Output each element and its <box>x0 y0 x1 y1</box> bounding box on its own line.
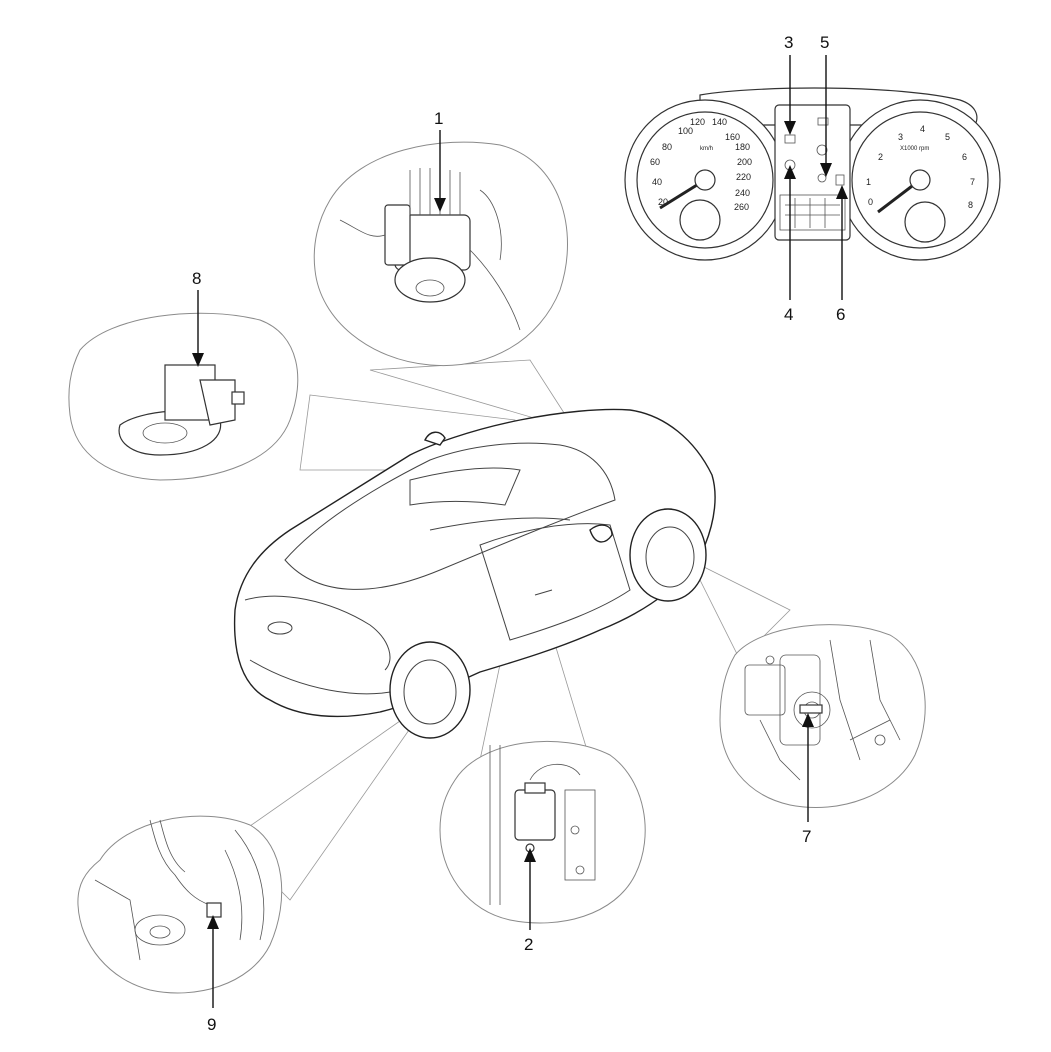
rpm-tick-label: 2 <box>878 152 883 162</box>
callout-2: 2 <box>524 935 533 954</box>
speed-tick-label: 80 <box>662 142 672 152</box>
rpm-tick-label: 7 <box>970 177 975 187</box>
detail-steering-angle-sensor <box>68 312 299 481</box>
speed-unit-label: km/h <box>700 146 713 152</box>
rpm-tick-label: 5 <box>945 132 950 142</box>
speed-tick-label: 200 <box>737 157 752 167</box>
detail-hydraulic-unit <box>313 141 568 367</box>
speed-tick-label: 160 <box>725 132 740 142</box>
rpm-tick-label: 4 <box>920 124 925 134</box>
speed-tick-label: 120 <box>690 117 705 127</box>
callout-9: 9 <box>207 1015 216 1034</box>
rpm-tick-label: 1 <box>866 177 871 187</box>
callout-7: 7 <box>802 827 811 846</box>
instrument-cluster: 20 40 60 80 100 120 140 160 180 200 220 … <box>624 87 1001 261</box>
callout-8: 8 <box>192 269 201 288</box>
speed-tick-label: 140 <box>712 117 727 127</box>
speed-tick-label: 100 <box>678 126 693 136</box>
rpm-tick-label: 3 <box>898 132 903 142</box>
callout-3: 3 <box>784 33 793 52</box>
rpm-tick-label: 0 <box>868 197 873 207</box>
speed-tick-label: 40 <box>652 177 662 187</box>
rpm-unit-label: X1000 rpm <box>900 146 929 152</box>
speed-tick-label: 260 <box>734 202 749 212</box>
callout-4: 4 <box>784 305 793 324</box>
leader-arrows <box>192 55 848 1008</box>
speed-tick-label: 180 <box>735 142 750 152</box>
callout-5: 5 <box>820 33 829 52</box>
rpm-tick-label: 8 <box>968 200 973 210</box>
callout-6: 6 <box>836 305 845 324</box>
speed-tick-label: 220 <box>736 172 751 182</box>
detail-rear-wheel-speed-sensor <box>77 815 283 994</box>
callout-1: 1 <box>434 109 443 128</box>
speed-tick-label: 60 <box>650 157 660 167</box>
detail-front-wheel-speed-sensor <box>719 624 926 809</box>
detail-yaw-rate-sensor <box>439 740 646 924</box>
callout-labels: 1 2 3 4 5 6 7 8 9 <box>192 33 845 1034</box>
speed-tick-label: 240 <box>735 188 750 198</box>
speed-tick-label: 20 <box>658 197 668 207</box>
rpm-tick-label: 6 <box>962 152 967 162</box>
